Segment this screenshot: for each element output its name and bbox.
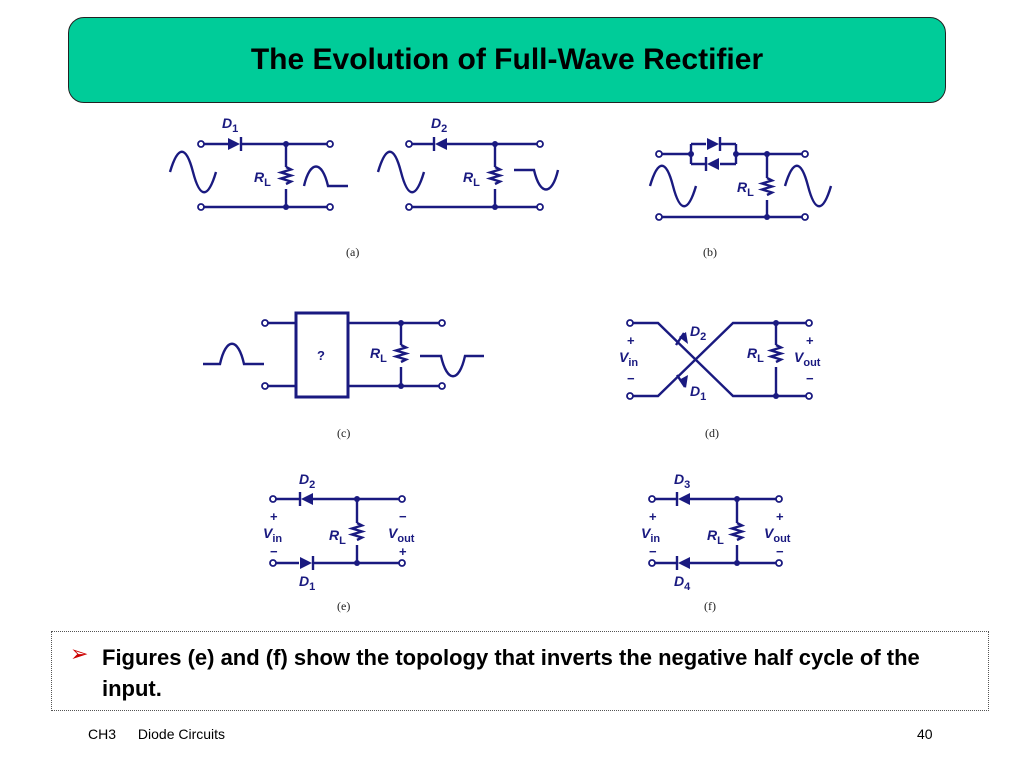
bullet-box: ➢ Figures (e) and (f) show the topology …	[51, 631, 989, 711]
caption-b: (b)	[703, 245, 717, 259]
caption-e: (e)	[337, 599, 350, 613]
vin-minus-f: −	[649, 544, 657, 559]
label-vout-e: Vout	[388, 525, 415, 545]
vin-minus-d: −	[627, 371, 635, 386]
vout-plus-f: +	[776, 509, 784, 524]
label-rl-a2: RL	[463, 169, 480, 189]
vout-minus-d: −	[806, 371, 814, 386]
footer-subject: Diode Circuits	[137, 726, 226, 742]
caption-c: (c)	[337, 426, 350, 440]
label-d2-a: D2	[431, 115, 447, 135]
vin-plus-f: +	[649, 509, 657, 524]
vin-plus-e: +	[270, 509, 278, 524]
label-rl-b: RL	[737, 179, 754, 199]
vout-plus-e: +	[399, 544, 407, 559]
label-vout-d: Vout	[794, 349, 821, 369]
label-vin-e: Vin	[263, 525, 282, 545]
circuit-a: D1 RL (a)	[168, 115, 359, 259]
label-d2-e: D2	[299, 471, 315, 491]
bullet-arrow-icon: ➢	[70, 642, 89, 667]
label-d1-e: D1	[299, 573, 315, 593]
footer-left: CH3 Diode Circuits	[88, 726, 243, 742]
circuit-f: D3 D4 + Vin − RL + Vout − (f)	[641, 471, 791, 613]
caption-f: (f)	[704, 599, 716, 613]
label-d3-f: D3	[674, 471, 690, 491]
bullet-text: Figures (e) and (f) show the topology th…	[102, 645, 920, 701]
circuit-b: RL (b)	[648, 137, 833, 259]
caption-d: (d)	[705, 426, 719, 440]
label-vin-d: Vin	[619, 349, 638, 369]
label-vout-f: Vout	[764, 525, 791, 545]
vout-minus-e: −	[399, 509, 407, 524]
label-d1-d: D1	[690, 383, 706, 403]
label-rl-a: RL	[254, 169, 271, 189]
page-title: The Evolution of Full-Wave Rectifier	[250, 43, 764, 76]
vin-plus-d: +	[627, 333, 635, 348]
label-rl-d: RL	[747, 345, 764, 365]
page-number: 40	[917, 726, 933, 742]
label-rl-f: RL	[707, 527, 724, 547]
question-mark: ?	[317, 348, 325, 363]
footer-chapter: CH3	[88, 726, 117, 742]
circuit-e: D2 D1 + Vin − RL − Vout + (e)	[263, 471, 415, 613]
circuit-d: D2 D1 + Vin − RL + Vout − (d)	[619, 319, 821, 440]
caption-a: (a)	[346, 245, 359, 259]
circuit-c: ? RL (c)	[203, 311, 484, 440]
vout-minus-f: −	[776, 544, 784, 559]
vout-plus-d: +	[806, 333, 814, 348]
vin-minus-e: −	[270, 544, 278, 559]
label-d4-f: D4	[674, 573, 691, 593]
label-rl-e: RL	[329, 527, 346, 547]
label-d1-a: D1	[222, 115, 238, 135]
circuit-a-reverse: D2 RL	[376, 115, 560, 211]
label-d2-d: D2	[690, 323, 706, 343]
label-vin-f: Vin	[641, 525, 660, 545]
label-rl-c: RL	[370, 345, 387, 365]
title-banner: The Evolution of Full-Wave Rectifier	[68, 17, 946, 103]
